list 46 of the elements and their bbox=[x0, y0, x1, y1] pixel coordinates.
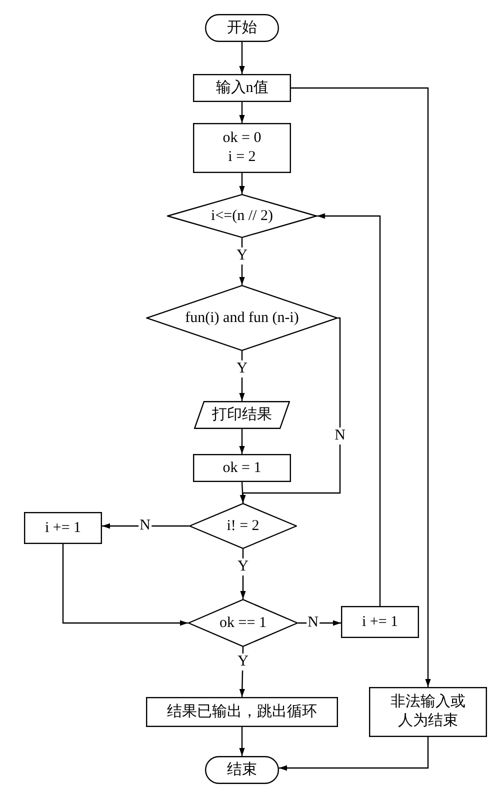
arrow bbox=[62, 544, 188, 626]
process-box bbox=[369, 687, 487, 737]
arrow bbox=[102, 523, 189, 529]
node-text: 非法输入或人为结束 bbox=[390, 693, 466, 731]
process-box bbox=[193, 74, 291, 102]
node-text: i = 2 bbox=[228, 148, 256, 167]
arrow bbox=[239, 727, 245, 756]
node-text: i<=(n // 2) bbox=[211, 206, 273, 226]
node-text: 结果已输出，跳出循环 bbox=[167, 702, 317, 722]
node-text: ok = 1 bbox=[222, 458, 262, 478]
io-parallelogram bbox=[194, 401, 290, 429]
node-text: 开始 bbox=[227, 18, 257, 38]
decision-diamond bbox=[146, 285, 338, 351]
node-text: 打印结果 bbox=[212, 406, 272, 424]
terminal-shape bbox=[205, 756, 279, 784]
process-box bbox=[341, 606, 419, 638]
node-text: i += 1 bbox=[44, 518, 82, 538]
node-text: i! = 2 bbox=[226, 516, 260, 536]
arrow bbox=[240, 317, 341, 503]
edge-label: Y bbox=[236, 654, 250, 670]
terminal-shape bbox=[205, 14, 279, 42]
decision-diamond bbox=[167, 194, 317, 238]
arrow bbox=[279, 737, 429, 771]
process-box bbox=[193, 123, 291, 173]
node-text: 输入n值 bbox=[216, 78, 268, 98]
node-text: 结束 bbox=[227, 760, 257, 780]
decision-diamond bbox=[188, 599, 298, 647]
arrow bbox=[298, 620, 341, 626]
process-box bbox=[193, 454, 291, 482]
process-box bbox=[24, 512, 102, 544]
arrow bbox=[239, 42, 245, 74]
node-text: ok = 0 bbox=[222, 129, 262, 148]
edge-label: N bbox=[334, 428, 346, 444]
edge-label: Y bbox=[236, 248, 248, 264]
arrow bbox=[291, 87, 431, 687]
arrow bbox=[239, 429, 245, 454]
node-text: ok == 1 bbox=[220, 614, 266, 632]
decision-diamond bbox=[189, 503, 297, 549]
edge-label: Y bbox=[236, 360, 248, 378]
node-text: i += 1 bbox=[362, 612, 398, 632]
edge-label: Y bbox=[236, 558, 250, 576]
arrow bbox=[239, 102, 245, 123]
arrow bbox=[317, 213, 381, 606]
node-text: fun(i) and fun (n-i) bbox=[185, 308, 299, 328]
arrow bbox=[239, 173, 245, 194]
process-box bbox=[146, 697, 338, 727]
